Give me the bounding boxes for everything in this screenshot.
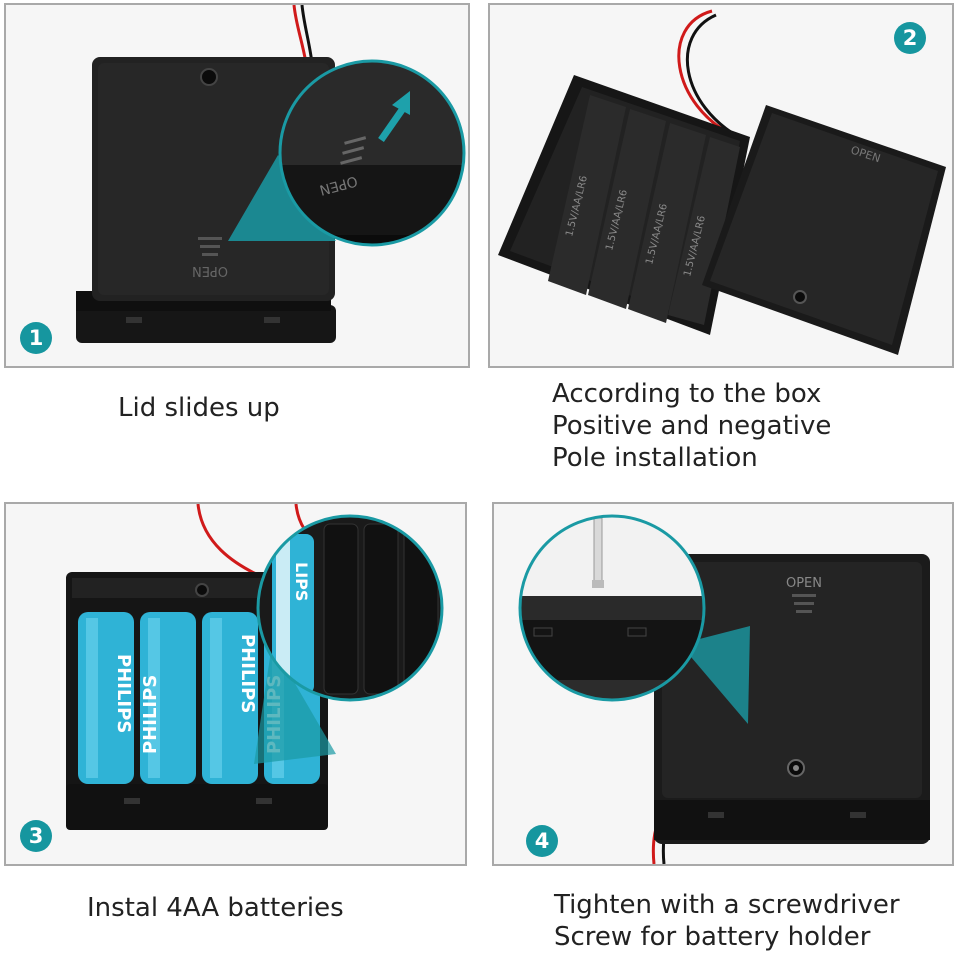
screwdriver-tighten-illustration: OPEN: [518, 514, 930, 864]
caption-line: Instal 4AA batteries: [87, 893, 344, 923]
zoom-battery-brand: LIPS: [292, 562, 311, 601]
install-batteries-illustration: PHILIPS PHILIPS PHILIPS PHILIPS: [66, 504, 444, 830]
step-number-badge: 2: [894, 22, 926, 54]
lid-open-label: OPEN: [786, 576, 822, 591]
step-4-caption: Tighten with a screwdriver Screw for bat…: [554, 889, 900, 953]
step-3-caption: Instal 4AA batteries: [87, 892, 344, 924]
battery-slots: [548, 95, 740, 325]
step-2-panel: 1.5V/AA/LR6 1.5V/AA/LR6 1.5V/AA/LR6 1.5V…: [488, 3, 954, 368]
step-1-panel: OPEN OPEN 1: [4, 3, 470, 368]
caption-line: Tighten with a screwdriver: [554, 890, 900, 920]
step-2-caption: According to the box Positive and negati…: [552, 378, 831, 474]
caption-line: Lid slides up: [118, 393, 280, 423]
caption-line: Screw for battery holder: [554, 922, 871, 952]
step-number-badge: 1: [20, 322, 52, 354]
step-1-caption: Lid slides up: [118, 392, 280, 424]
step-number-badge: 3: [20, 820, 52, 852]
caption-line: According to the box: [552, 379, 822, 409]
embossed-open-label: OPEN: [192, 263, 228, 278]
caption-line: Positive and negative: [552, 411, 832, 441]
battery-brand: PHILIPS: [237, 634, 258, 713]
battery-brand: PHILIPS: [140, 675, 161, 754]
battery-brand: PHILIPS: [113, 654, 134, 733]
step-number-badge: 4: [526, 825, 558, 857]
caption-line: Pole installation: [552, 443, 758, 473]
lid-slides-up-illustration: OPEN OPEN: [76, 5, 466, 343]
step-4-panel: OPEN 4: [492, 502, 954, 866]
step-3-panel: PHILIPS PHILIPS PHILIPS PHILIPS: [4, 502, 467, 866]
battery-holder-open-illustration: 1.5V/AA/LR6 1.5V/AA/LR6 1.5V/AA/LR6 1.5V…: [498, 9, 946, 355]
